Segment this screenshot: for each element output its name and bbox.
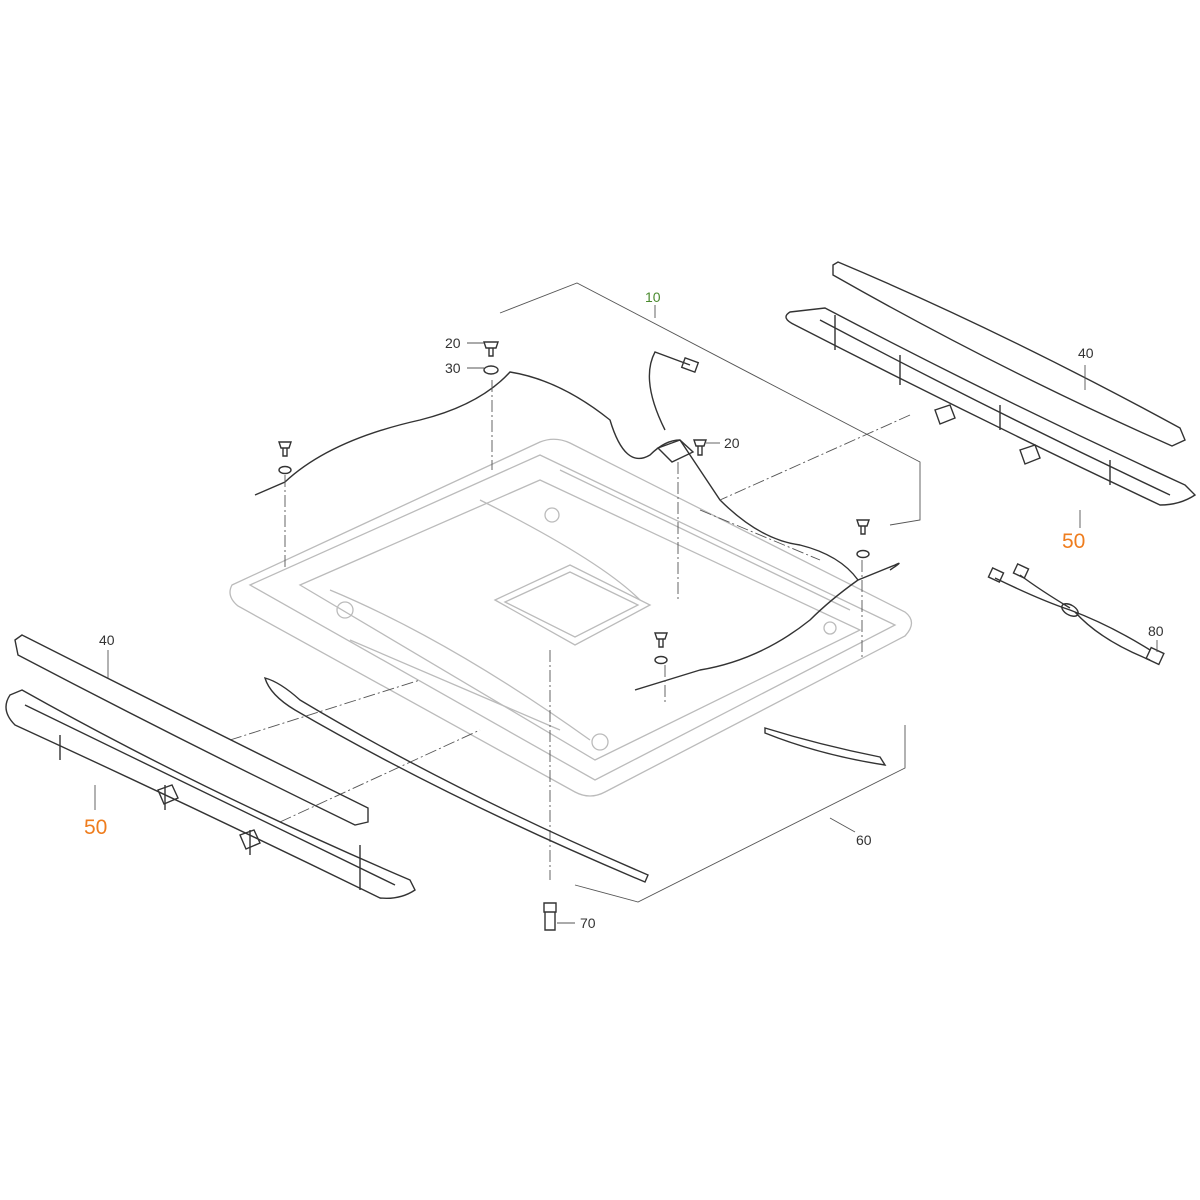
screw-far-right[interactable] [856,519,870,559]
trim-strip-60[interactable] [263,677,887,883]
connector-cable-80[interactable] [987,563,1165,666]
screw-70[interactable] [543,902,575,931]
screw-20-right[interactable] [693,439,720,456]
callout-20-top: 20 [445,335,461,351]
callout-70: 70 [580,915,596,931]
callout-20-right: 20 [724,435,740,451]
bracket-10 [499,282,921,526]
main-tray[interactable] [229,438,913,797]
callout-30: 30 [445,360,461,376]
wire-harness[interactable] [254,351,900,691]
callout-50-left: 50 [84,816,107,839]
frame-50-left[interactable] [5,689,416,900]
cover-strip-40-right[interactable] [832,261,1186,447]
frame-50-right[interactable] [785,307,1197,528]
cover-strip-40-left[interactable] [14,634,369,826]
callout-40-left: 40 [99,632,115,648]
callout-80: 80 [1148,623,1164,639]
screw-left[interactable] [278,441,292,475]
assembly-lines [229,380,911,880]
callout-10: 10 [645,289,661,305]
bracket-60 [574,725,906,903]
callout-40-right: 40 [1078,345,1094,361]
screw-center[interactable] [654,632,668,665]
washer-30[interactable] [467,365,499,375]
screw-20-top[interactable] [467,341,499,357]
callout-60: 60 [856,832,872,848]
callout-50-right: 50 [1062,530,1085,553]
